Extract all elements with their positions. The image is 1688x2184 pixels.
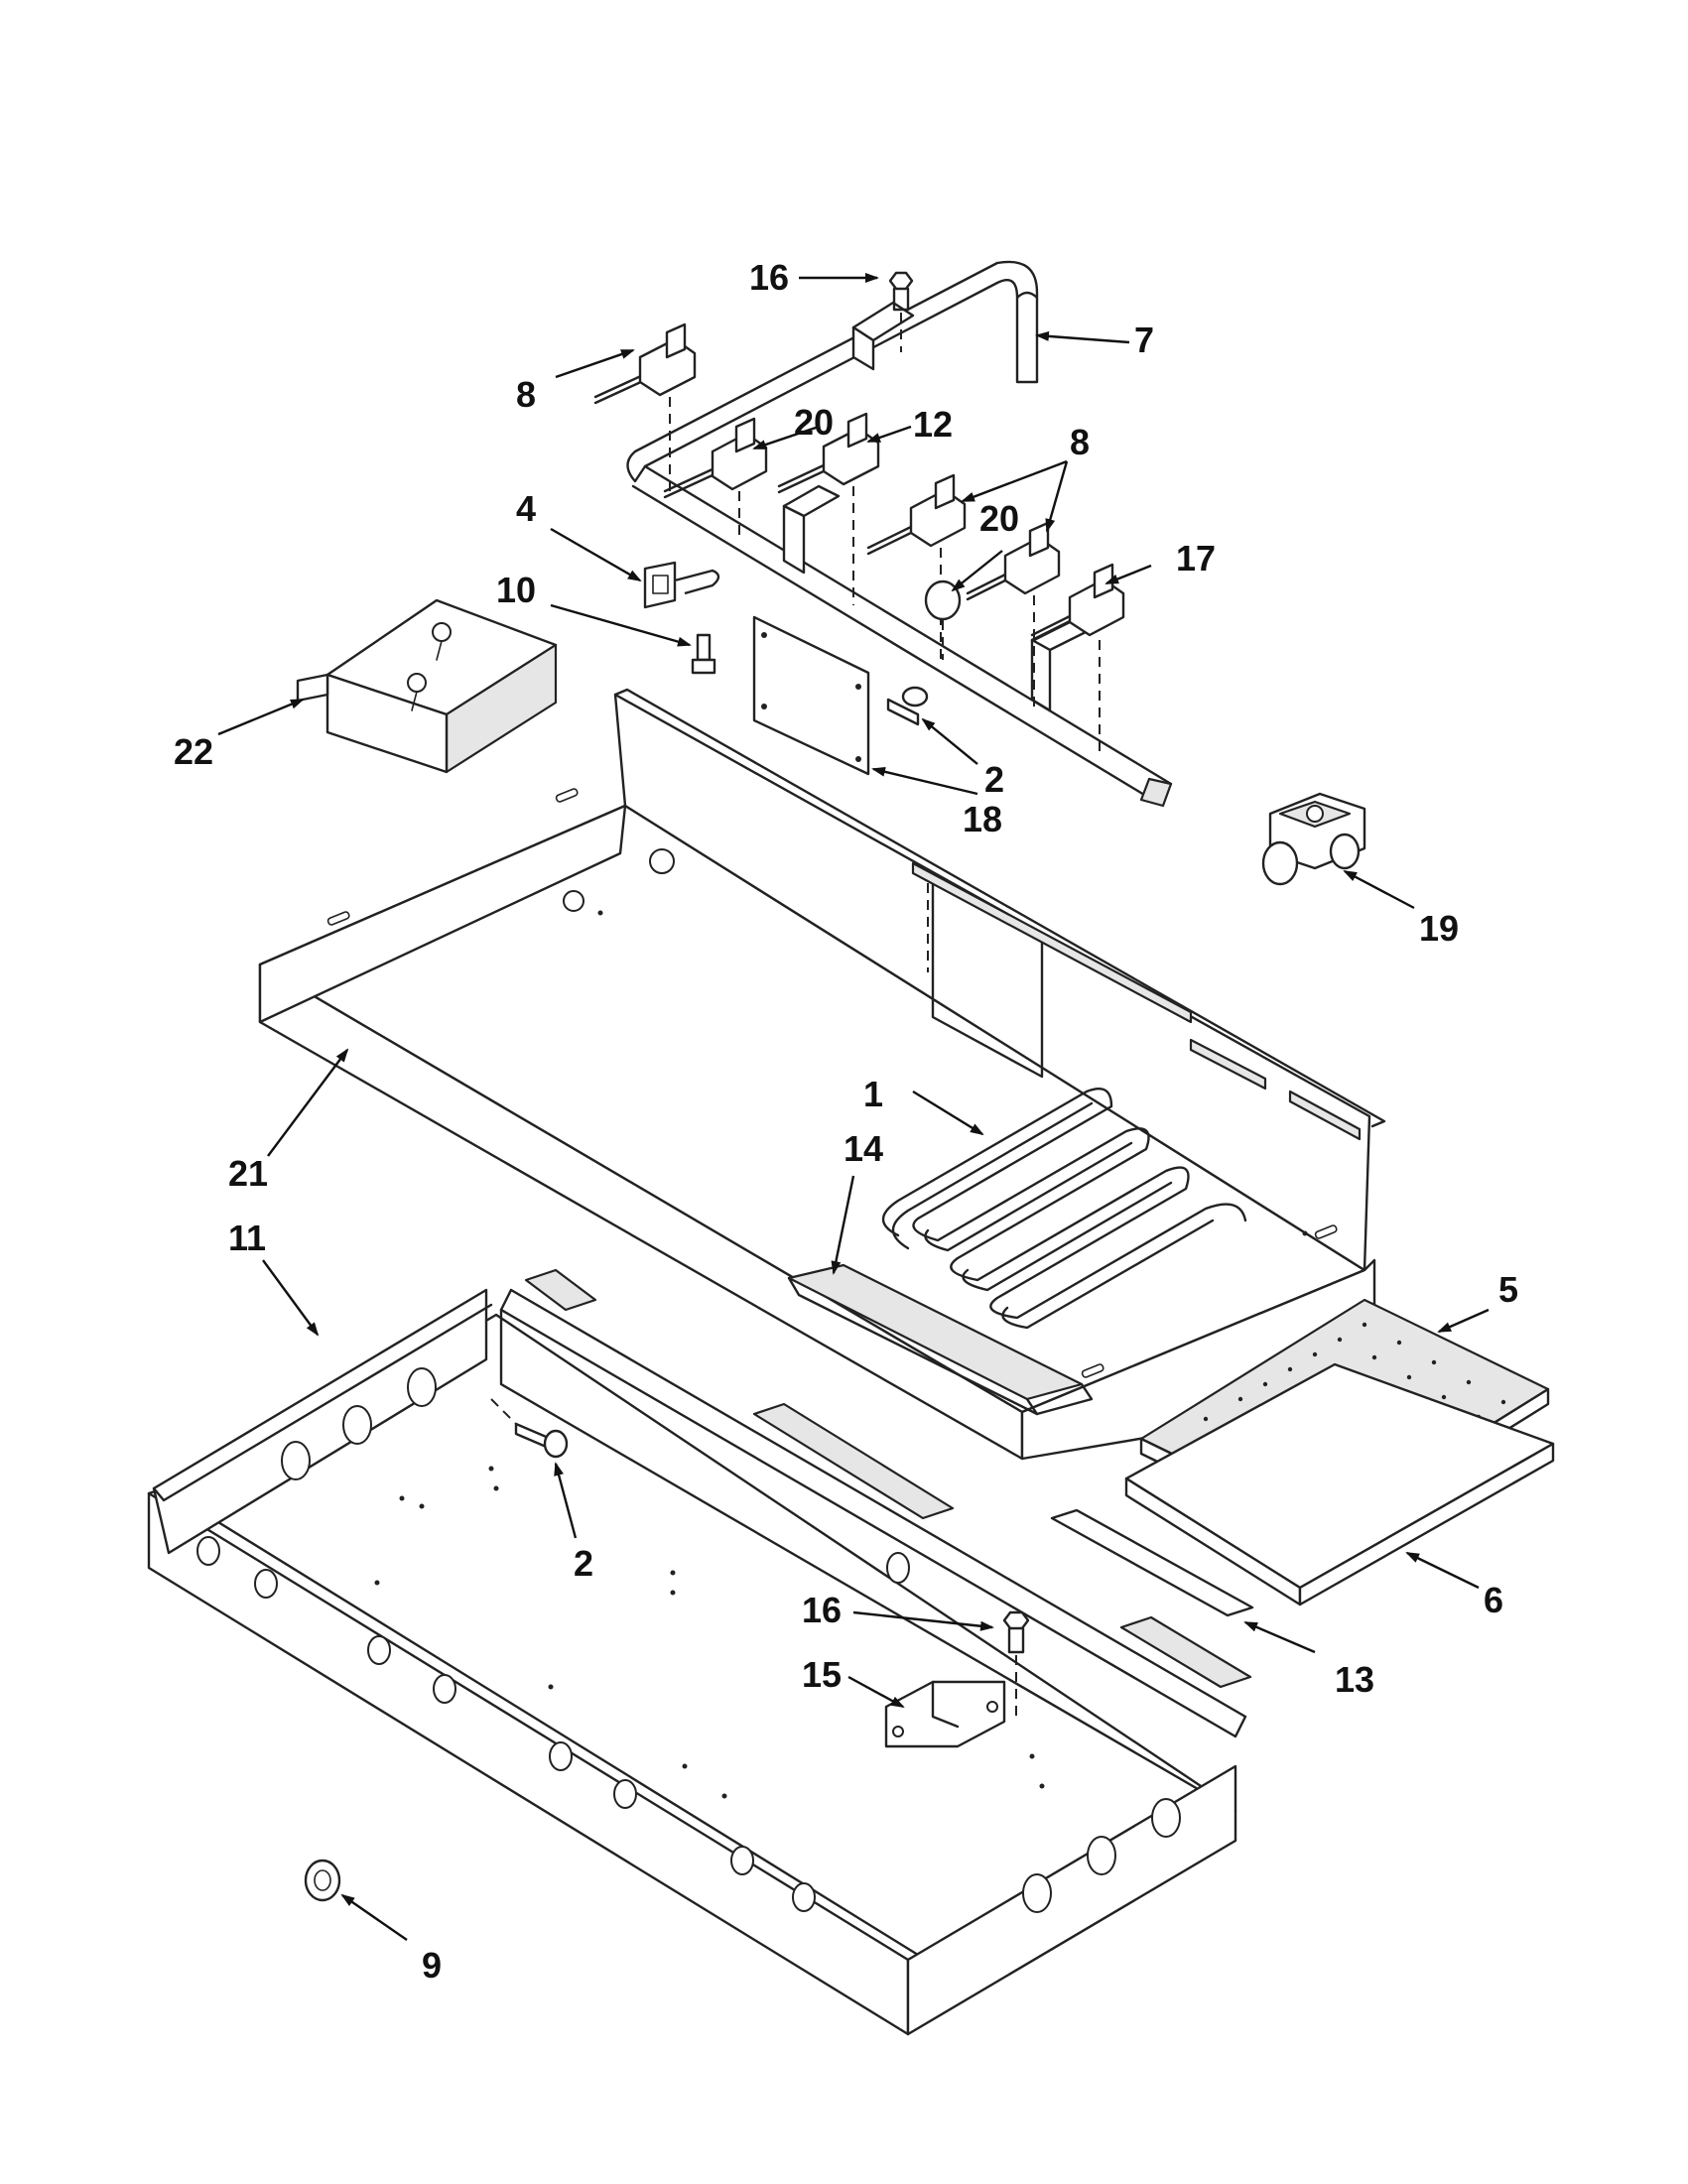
insulation-board-6 (1124, 1362, 1555, 1606)
callout-7: 7 (1134, 320, 1154, 360)
callout-9: 9 (422, 1945, 442, 1986)
callout-labels: 16 7 8 20 12 8 4 20 17 10 22 2 18 19 21 … (174, 257, 1518, 1986)
callout-8-left: 8 (516, 374, 536, 415)
disc-20 (924, 579, 962, 660)
burner-valve-8-mid (866, 473, 967, 660)
base-pan-11 (147, 1268, 1252, 2036)
burner-valve-8-right (966, 521, 1061, 712)
callout-8-right: 8 (1070, 422, 1090, 462)
strip-13 (1050, 1508, 1254, 1617)
manifold-bracket-mid (782, 484, 841, 575)
manifold-pipe (626, 260, 1173, 808)
callout-14: 14 (844, 1128, 883, 1169)
leader-lines (217, 273, 1490, 1941)
burner-valve-12 (777, 412, 880, 605)
callout-19: 19 (1419, 908, 1459, 949)
burner-box-21 (258, 688, 1386, 1461)
callout-5: 5 (1498, 1269, 1518, 1310)
callout-16-lower: 16 (802, 1590, 842, 1630)
callout-21: 21 (228, 1153, 268, 1194)
callout-22: 22 (174, 731, 213, 772)
callout-18: 18 (963, 799, 1002, 839)
screw-10 (691, 633, 716, 675)
callout-11: 11 (228, 1218, 266, 1258)
drip-tray-14 (787, 1263, 1094, 1416)
switch-bracket-4 (643, 561, 720, 609)
gas-regulator-19 (1261, 792, 1366, 886)
callout-15: 15 (802, 1654, 842, 1695)
burner-valve-17 (1030, 563, 1125, 754)
callout-6: 6 (1484, 1580, 1503, 1620)
callout-12: 12 (913, 404, 953, 445)
callout-1: 1 (863, 1074, 883, 1114)
callout-2-upper: 2 (984, 759, 1004, 800)
callout-2-lower: 2 (574, 1543, 593, 1584)
screw-16-top (888, 271, 914, 352)
callout-4: 4 (516, 488, 536, 529)
manifold-bracket-right (1030, 618, 1092, 712)
callout-17: 17 (1176, 538, 1216, 578)
screw-2-top (886, 686, 929, 726)
plug-button-9 (304, 1859, 341, 1902)
bracket-15 (884, 1680, 1006, 1748)
callout-13: 13 (1335, 1659, 1374, 1700)
callout-20-upper: 20 (794, 402, 834, 443)
heat-shield-18 (752, 615, 870, 776)
heating-element-1 (881, 1087, 1247, 1330)
callout-16-top: 16 (749, 257, 789, 298)
screw-2-lower (490, 1398, 569, 1459)
callout-20-lower: 20 (979, 498, 1019, 539)
screw-16-lower (1002, 1610, 1030, 1717)
callout-10: 10 (496, 570, 536, 610)
burner-valve-8-left (593, 322, 697, 491)
cover-bracket-22 (296, 598, 558, 774)
manifold-bracket-top (851, 301, 915, 371)
